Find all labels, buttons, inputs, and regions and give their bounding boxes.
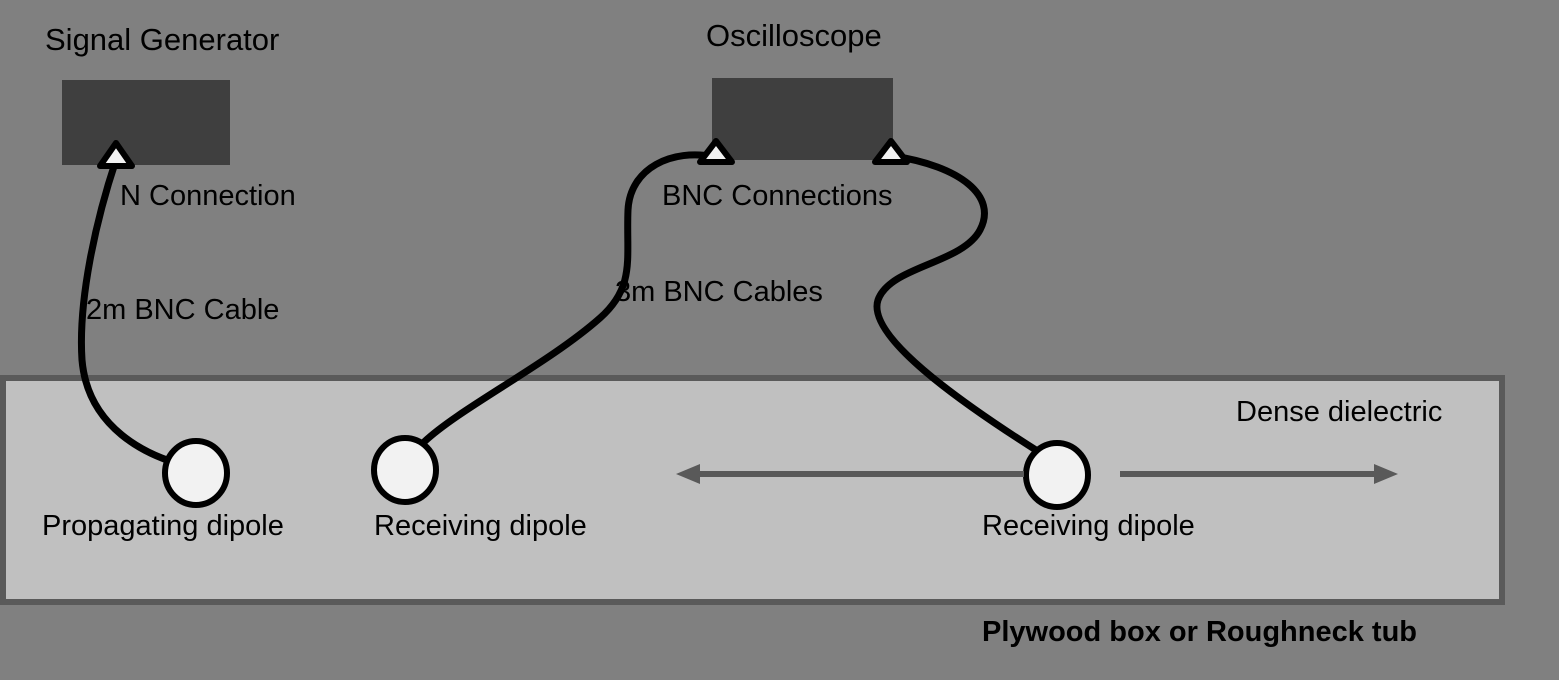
receiving-dipole-1-label: Receiving dipole (374, 510, 587, 542)
cable-path-3m-right (873, 152, 1043, 456)
receiving-dipole-2-marker (1023, 440, 1091, 510)
propagating-dipole-label: Propagating dipole (42, 510, 284, 542)
oscilloscope-label: Oscilloscope (706, 18, 882, 53)
cable-path-3m-left (420, 151, 719, 446)
cable-path-2m (77, 156, 180, 467)
propagation-arrow-left (676, 464, 1024, 484)
propagating-dipole-marker (162, 438, 230, 508)
bnc-connections-label: BNC Connections (662, 180, 893, 212)
oscilloscope-body (712, 78, 893, 160)
n-connection-label: N Connection (120, 180, 296, 212)
receiving-dipole-1-marker (371, 435, 439, 505)
cable-3m-label: 3m BNC Cables (615, 276, 823, 308)
cable-2m-label: 2m BNC Cable (86, 294, 280, 326)
signal-generator-body (62, 80, 230, 165)
bnc-connector-left-icon (697, 138, 735, 165)
bnc-connector-right-icon (872, 138, 910, 165)
propagation-arrow-right (1120, 464, 1398, 484)
dielectric-box (0, 375, 1505, 605)
signal-generator-label: Signal Generator (45, 22, 280, 57)
container-caption: Plywood box or Roughneck tub (982, 616, 1417, 648)
n-connector-icon (97, 140, 135, 169)
dense-dielectric-label: Dense dielectric (1236, 396, 1443, 428)
receiving-dipole-2-label: Receiving dipole (982, 510, 1195, 542)
